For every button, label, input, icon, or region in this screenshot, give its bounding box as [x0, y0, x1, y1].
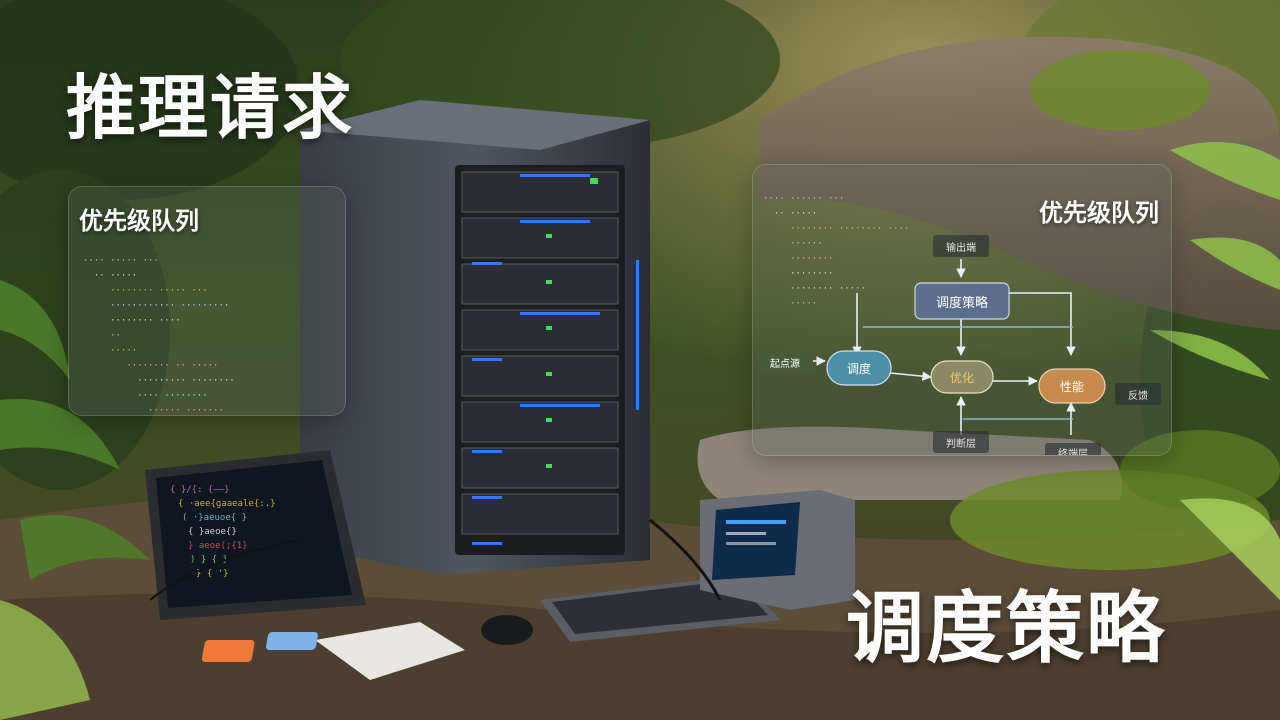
fern-leaves: [0, 280, 150, 720]
keypad: [201, 622, 465, 680]
flow-node-right: [1038, 368, 1106, 404]
title-inference-requests: 推理请求: [66, 67, 354, 149]
flow-node-middle: [930, 360, 994, 394]
svg-text:) } { }: ) } { }: [190, 555, 228, 565]
flow-label-bottom-left: 判断层: [946, 437, 976, 450]
flow-label-top: 输出端: [946, 241, 976, 254]
priority-queue-panel-left: 优先级队列 ···· ····· ··· ·· ····· ········ ·…: [68, 186, 346, 416]
rack-bays: [461, 171, 619, 535]
flow-diagram: 调度策略 输出端 起点源 调度 优化 性能 反馈 判断层 终端层: [757, 235, 1161, 455]
svg-text:( ·}aeuoe{ }: ( ·}aeuoe{ }: [182, 513, 247, 523]
title-scheduling-strategy: 调度策略: [846, 584, 1167, 674]
flow-node-bottom-right: [1045, 443, 1101, 455]
svg-text:{ }/{: {——}: { }/{: {——}: [170, 485, 230, 495]
flow-label-bottom-right: 终端层: [1058, 447, 1088, 455]
code-scribble: ···· ····· ··· ·· ····· ········ ····· ·…: [83, 256, 235, 416]
panel-right-title: 优先级队列: [1039, 199, 1159, 227]
svg-text:{ ·aee{gaaeale{:.}: { ·aee{gaaeale{:.}: [178, 499, 276, 509]
keyboard-terminal: [540, 490, 855, 642]
svg-text:{ }aeoe{}: { }aeoe{}: [188, 527, 237, 537]
flow-node-input: [757, 351, 813, 373]
mouse: [481, 615, 533, 645]
blue-leds: [472, 174, 639, 545]
flow-label-input: 起点源: [770, 357, 800, 370]
tablet: { }/{: {——} { ·aee{gaaeale{:.} ( ·}aeuoe…: [145, 450, 366, 620]
flow-node-top: [933, 235, 989, 257]
flow-label-center-top: 调度策略: [936, 295, 988, 311]
svg-text:} { '}: } { '}: [196, 569, 229, 579]
server-tower: [300, 100, 650, 575]
priority-queue-panel-right: ···· ······ ··· ·· ····· ········ ······…: [752, 164, 1172, 456]
green-leds: [546, 178, 598, 468]
svg-text:} aeoe(;{1}: } aeoe(;{1}: [188, 541, 248, 551]
flow-node-bottom-left: [933, 431, 989, 453]
flow-node-left: [826, 350, 892, 386]
flow-label-right: 性能: [1060, 380, 1084, 394]
flow-label-left: 调度: [847, 361, 871, 376]
flow-node-side-right: [1115, 383, 1161, 405]
flow-node-center-top: [914, 282, 1010, 320]
code-scribble-right: ···· ······ ··· ·· ····· ········ ······…: [763, 194, 910, 309]
panel-left-title: 优先级队列: [79, 207, 199, 235]
flow-label-middle: 优化: [950, 371, 974, 385]
flow-label-side-right: 反馈: [1128, 389, 1148, 402]
